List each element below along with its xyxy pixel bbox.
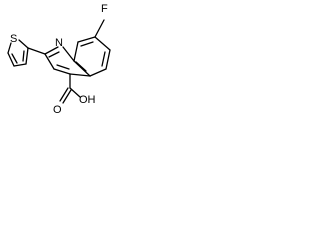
atom-nitrogen: N xyxy=(55,37,63,49)
bond-thio-c3-c2-inner xyxy=(22,50,25,62)
bond-thio-c5-c4 xyxy=(7,52,15,67)
bond-thio-c2-s xyxy=(18,39,29,49)
bond-c-oh xyxy=(69,87,81,98)
bond-c8-c7-inner xyxy=(80,41,94,47)
bond-c5-c4a xyxy=(89,68,107,77)
bond-c4a-c8a xyxy=(73,60,91,77)
bond-c7-c6 xyxy=(94,36,111,51)
bond-c2-thiophene xyxy=(27,47,46,55)
bond-thio-c4-c3 xyxy=(13,63,27,67)
bond-thio-s-c5 xyxy=(7,42,12,54)
bond-c-o-double-a xyxy=(59,87,69,102)
bonds xyxy=(7,19,111,104)
atom-sulfur: S xyxy=(10,33,17,45)
bond-c8-c7 xyxy=(77,36,96,43)
bond-c-o-double-b xyxy=(62,89,72,104)
bond-c3-c4-inner xyxy=(56,64,70,70)
atom-hydroxyl: OH xyxy=(79,94,96,106)
bond-n-c2 xyxy=(44,46,59,55)
bond-c8a-n xyxy=(62,46,75,62)
bond-thio-c5-c4-inner xyxy=(11,53,18,64)
bond-c8a-c8 xyxy=(73,41,79,62)
bond-thio-c3-c2 xyxy=(25,47,29,65)
bond-c6-c5 xyxy=(105,49,111,70)
atom-labels: F N S O OH xyxy=(10,3,108,116)
bond-c2-c3 xyxy=(44,53,55,70)
bond-c4-c4a xyxy=(69,73,91,77)
chemical-structure-diagram: F N S O OH xyxy=(7,3,111,116)
bond-c4a-c8a-inner xyxy=(75,61,87,72)
bond-c6-c5-inner xyxy=(101,51,106,67)
bond-c7-f xyxy=(94,19,105,38)
bond-n-c2-inner xyxy=(48,51,60,58)
atom-oxygen: O xyxy=(53,104,62,116)
atom-fluorine: F xyxy=(101,3,108,15)
bond-c3-c4 xyxy=(53,68,71,75)
